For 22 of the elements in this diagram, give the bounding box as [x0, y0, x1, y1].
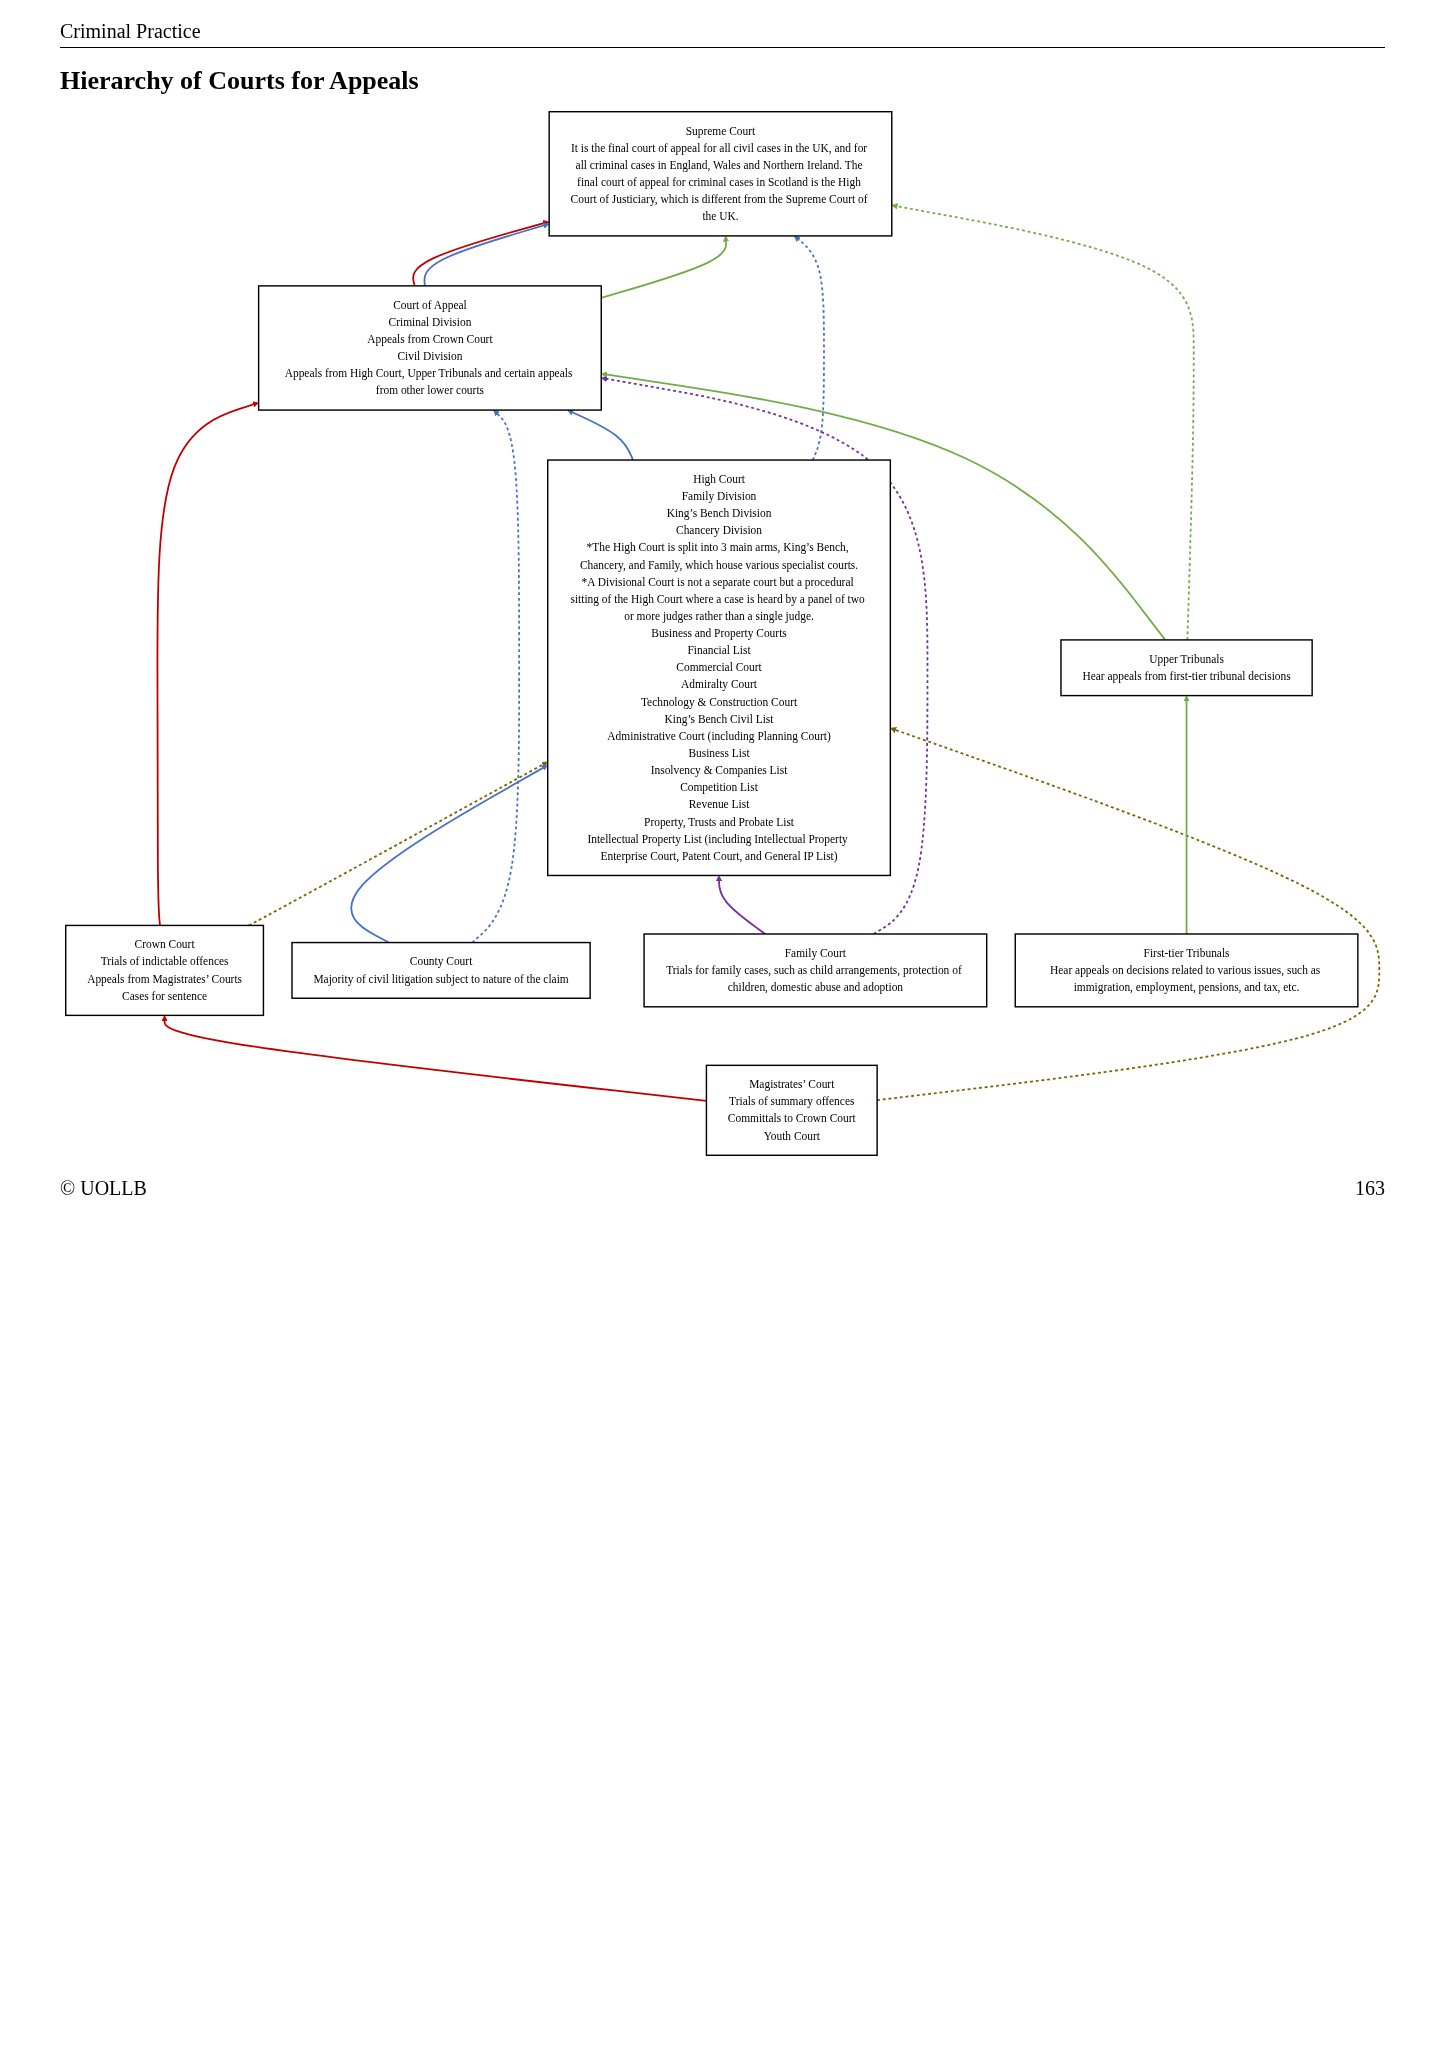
node-box: Magistrates’ Court Trials of summary offences Committals to Crown Court Youth Court [705, 1064, 878, 1156]
arrow [567, 409, 634, 461]
page-number: 163 [1355, 1177, 1385, 1200]
node-box: First-tier Tribunals Hear appeals on decisions related to various issues, such as immigration, employment, pensions, and tax, etc. [1014, 933, 1359, 1008]
node-box: Family Court Trials for family cases, such as child arrangements, protection of children, domestic abuse and adoption [643, 933, 988, 1008]
node-box: Supreme Court It is the final court of appeal for all civil cases in the UK, and for all criminal cases in England, Wales and Northern Ireland. The final court of appeal for criminal cases in Scotland is the High Court of Justiciary, which is different from the Supreme Court of the UK. [548, 111, 893, 237]
node-box: Crown Court Trials of indictable offences Appeals from Magistrates’ Courts Cases for sentence [65, 924, 265, 1017]
arrow [1183, 695, 1190, 935]
arrow [715, 875, 767, 935]
node-box: High Court Family Division King’s Bench Division Chancery Division *The High Court is split into 3 main arms, King’s Bench, Chancery, and Family, which house various specialist courts. *A Divisional Court is not a separate court but a procedural sitting of the High Court where a case is heard by a panel of two or more judges rather than a single judge. Business and Property Courts Financial List Commercial Court Admiralty Court Technology & Construction Court King’s Bench Civil List Administrative Court (including Planning Court) Business List Insolvency & Companies List Competition List Revenue List Property, Trusts and Probate List Intellectual Property List (including Intellectual Property Enterprise Court, Patent Court, and General IP List) [547, 459, 892, 877]
arrow [247, 761, 548, 927]
node-box: County Court Majority of civil litigation subject to nature of the claim [291, 941, 591, 999]
title: Hierarchy of Courts for Appeals [60, 66, 420, 96]
node-box: Court of Appeal Criminal Division Appeals from Crown Court Civil Division Appeals from High Court, Upper Tribunals and certain appeals from other lower courts [257, 285, 602, 411]
arrow [156, 401, 259, 927]
node-box: Upper Tribunals Hear appeals from first-tier tribunal decisions [1060, 639, 1313, 697]
arrow [794, 235, 825, 461]
arrow [350, 764, 548, 944]
copyright-notice: © UOLLB [60, 1177, 147, 1200]
running-header: Criminal Practice [60, 20, 201, 43]
arrow [471, 409, 521, 944]
arrow [891, 203, 1195, 641]
